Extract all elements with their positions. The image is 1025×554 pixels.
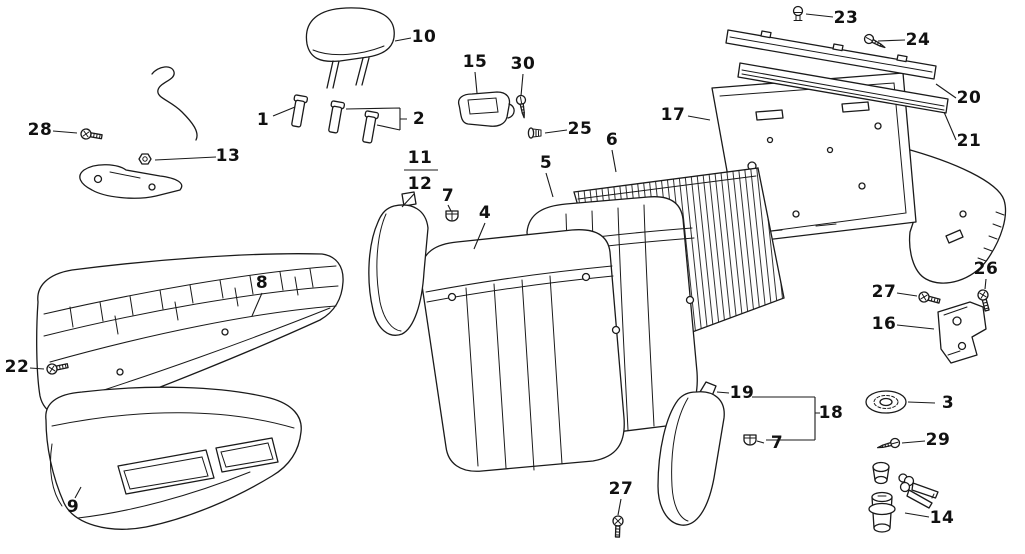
headrest-guide-a (291, 94, 309, 128)
bolt-27-bottom (611, 515, 624, 538)
clip-7-left (445, 210, 459, 222)
rear-shelf-extension (902, 147, 1007, 284)
bolt-27-right (917, 290, 942, 307)
side-bolster-left (368, 191, 429, 336)
seat-back-pad (419, 229, 625, 472)
bracket-plate (79, 164, 183, 199)
headrest (305, 7, 395, 89)
side-clip-25 (527, 127, 542, 139)
seat-lock-rod (151, 66, 198, 141)
leader-lines (29, 13, 987, 518)
weatherstrip-upper (725, 29, 937, 80)
nut-13 (138, 153, 152, 165)
bolt-28 (79, 127, 104, 143)
latch-15 (457, 91, 515, 127)
side-bolster-right (657, 381, 725, 526)
weatherstrip-lower (737, 62, 949, 114)
seat-cushion-lower (45, 386, 302, 530)
clip-7-right (743, 434, 757, 446)
seat-cushion-upper (36, 253, 344, 419)
hinge-bracket (937, 301, 987, 364)
lock-cylinder-with-keys (868, 461, 939, 533)
headrest-guide-c (362, 110, 380, 144)
push-pin-23 (792, 5, 804, 22)
grommet (865, 390, 907, 414)
screw-30 (515, 94, 530, 120)
headrest-guide-b (328, 100, 346, 134)
screw-29 (875, 436, 902, 453)
screw-24 (862, 32, 888, 53)
